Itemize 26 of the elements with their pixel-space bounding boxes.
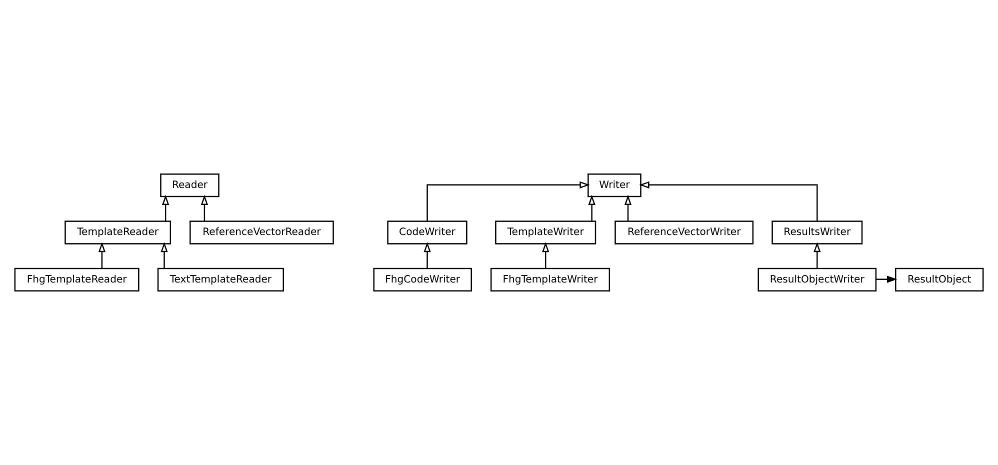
node-box: ReferenceVectorWriter <box>614 220 754 244</box>
arrow <box>200 194 208 222</box>
node-box: FhgTemplateWriter <box>490 268 610 292</box>
arrow <box>426 181 590 222</box>
arrow <box>876 276 898 283</box>
arrow <box>624 194 632 222</box>
node-box: TextTemplateReader <box>157 268 284 292</box>
arrow <box>162 194 170 222</box>
arrow <box>814 242 821 268</box>
node-box: ResultsWriter <box>772 220 863 244</box>
arrow <box>160 242 168 268</box>
arrow <box>588 194 596 222</box>
node-box: ResultObjectWriter <box>758 268 877 292</box>
arrow <box>424 242 431 268</box>
node-box: CodeWriter <box>387 220 468 244</box>
node-box: TemplateReader <box>64 220 172 244</box>
arrow <box>542 242 550 268</box>
node-box: FhgTemplateReader <box>14 268 140 292</box>
node-box: Writer <box>588 173 642 198</box>
node-box: TemplateWriter <box>495 220 596 244</box>
node-box: ReferenceVectorReader <box>190 220 334 244</box>
node-box: Reader <box>160 173 220 198</box>
node-box: ResultObject <box>895 268 984 292</box>
node-box: FhgCodeWriter <box>373 268 472 292</box>
arrow <box>639 181 818 222</box>
arrow <box>98 242 106 268</box>
